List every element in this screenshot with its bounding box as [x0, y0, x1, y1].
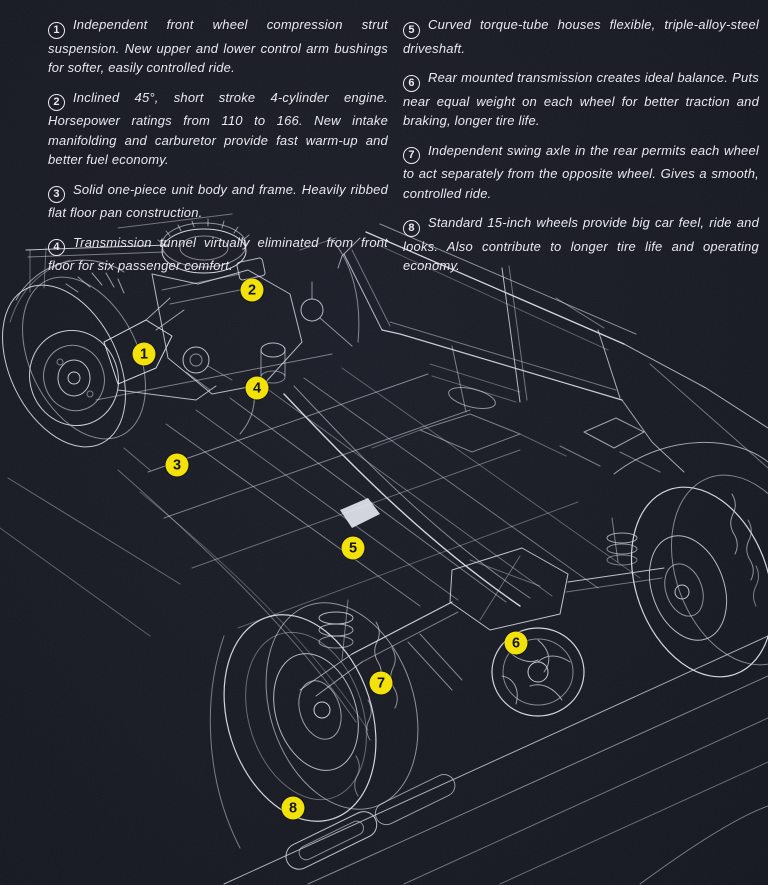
diagram-marker-3: 3	[165, 453, 189, 477]
feature-text-3: Solid one-piece unit body and frame. Hea…	[48, 181, 388, 221]
diagram-marker-5: 5	[341, 536, 365, 560]
diagram-marker-8: 8	[281, 796, 305, 820]
diagram-marker-7: 7	[369, 671, 393, 695]
feature-text-7: Independent swing axle in the rear permi…	[403, 142, 759, 201]
feature-text-5: Curved torque-tube houses flexible, trip…	[403, 17, 759, 56]
feature-text-8: Standard 15-inch wheels provide big car …	[403, 215, 759, 273]
diagram-marker-1: 1	[132, 342, 156, 366]
feature-text-1: Independent front wheel compression stru…	[48, 17, 388, 75]
feature-text-4: Transmission tunnel virtually eliminated…	[48, 234, 388, 274]
feature-text-6: Rear mounted transmission creates ideal …	[403, 70, 759, 128]
diagram-marker-4: 4	[245, 376, 269, 400]
feature-text-2: Inclined 45°, short stroke 4-cylinder en…	[48, 89, 388, 168]
diagram-marker-2: 2	[240, 278, 264, 302]
diagram-marker-6: 6	[504, 631, 528, 655]
